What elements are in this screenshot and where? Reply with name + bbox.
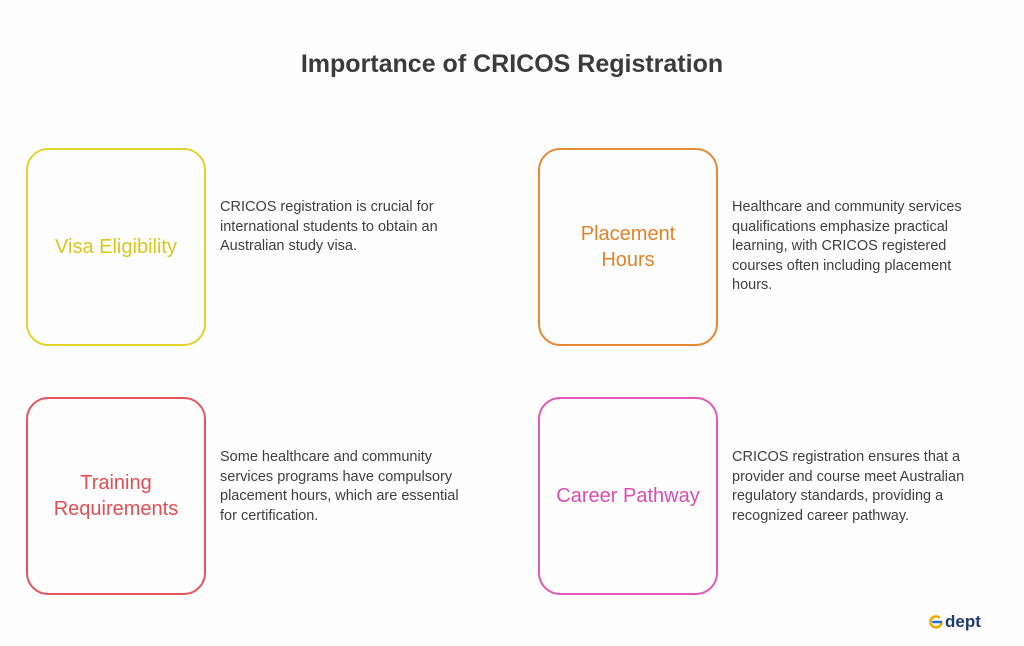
training-requirements-description: Some healthcare and community services p… [220,449,459,524]
placement-hours-card: Placement Hours [538,148,718,346]
diagram-title: Importance of CRICOS Registration [300,50,724,78]
placement-hours-label: Placement Hours [580,223,676,271]
edept-logo: dept [928,612,981,632]
training-requirements-card: Training Requirements [26,397,206,595]
career-pathway-description: CRICOS registration ensures that a provi… [732,449,965,524]
visa-eligibility-description: CRICOS registration is crucial for inter… [220,199,438,254]
edept-e-icon [929,615,943,629]
career-pathway-label: Career Pathway [556,485,700,507]
visa-eligibility-card: Visa Eligibility [26,148,206,346]
placement-hours-description: Healthcare and community services qualif… [732,199,962,293]
visa-eligibility-label: Visa Eligibility [55,236,177,258]
career-pathway-card: Career Pathway [538,397,718,595]
training-requirements-label: Training Requirements [53,472,179,520]
edept-logo-text: dept [945,612,981,631]
